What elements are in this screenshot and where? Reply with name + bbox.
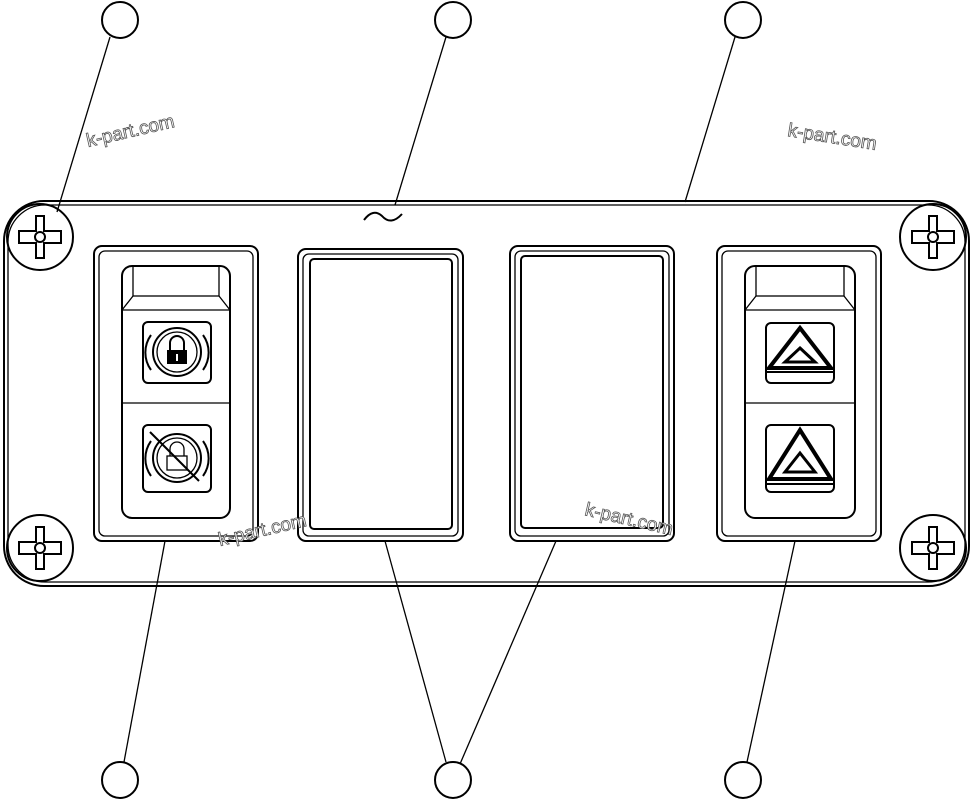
- watermark: k-part.com: [583, 499, 675, 540]
- hazard-warning-icon: [765, 424, 835, 493]
- hazard-switch[interactable]: [716, 245, 882, 542]
- callout-circle: [434, 1, 472, 39]
- screw: [6, 514, 74, 582]
- callout-circle: [101, 1, 139, 39]
- watermark: k-part.com: [216, 510, 308, 551]
- callout-circle: [724, 761, 762, 799]
- parking-brake-lock-icon: [142, 321, 212, 384]
- parking-brake-switch[interactable]: [93, 245, 259, 542]
- blank-switch-cover: [509, 245, 675, 542]
- hazard-warning-icon: [764, 322, 836, 384]
- leader-lines: [56, 36, 796, 765]
- tilde-mark: [363, 211, 403, 222]
- callout-circle: [101, 761, 139, 799]
- screw: [899, 203, 967, 271]
- parking-brake-release-icon: [142, 424, 212, 493]
- watermark: k-part.com: [84, 111, 176, 152]
- blank-switch-cover: [297, 248, 464, 542]
- watermark: k-part.com: [786, 120, 878, 155]
- screw: [899, 514, 967, 582]
- callout-circle: [434, 761, 472, 799]
- callout-circle: [724, 1, 762, 39]
- panel-plate: [3, 200, 970, 587]
- screw: [6, 203, 74, 271]
